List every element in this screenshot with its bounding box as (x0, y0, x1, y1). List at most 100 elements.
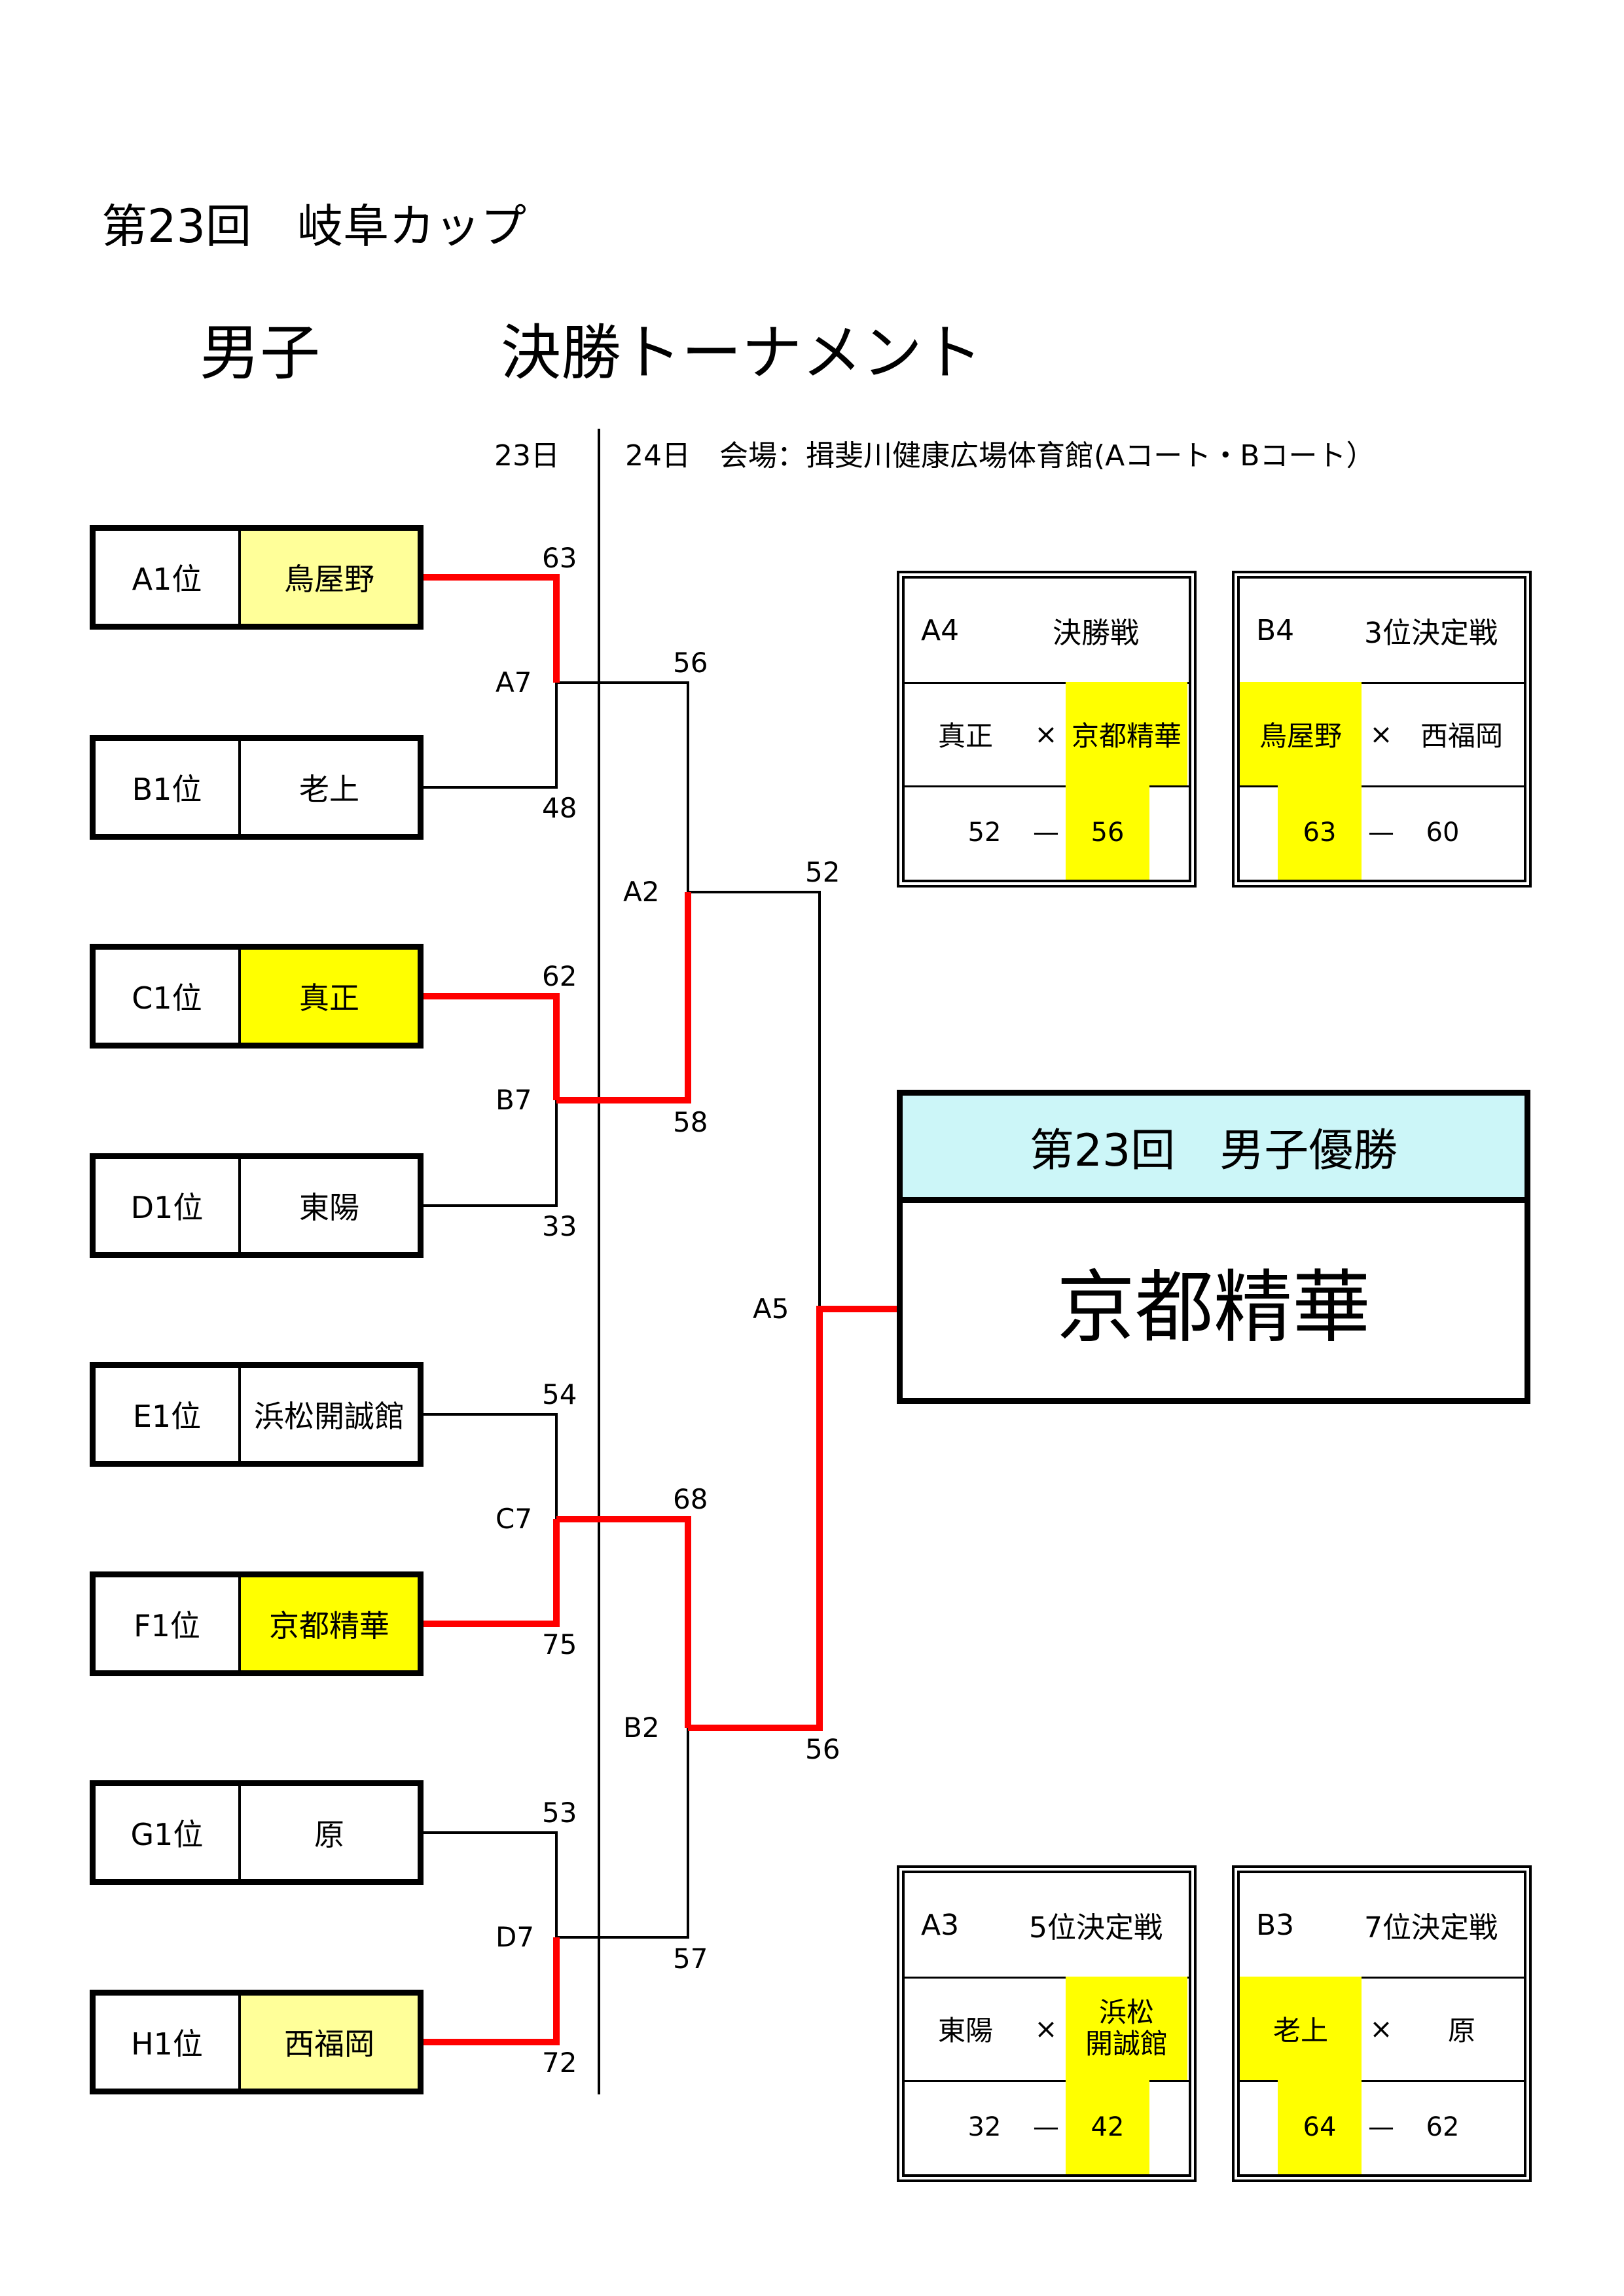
game-label: A2 (623, 876, 660, 908)
score-label: 75 (542, 1628, 577, 1660)
seed-team: 原 (314, 1817, 344, 1852)
score-label: 53 (542, 1797, 577, 1829)
seed-rank: B1位 (96, 741, 241, 834)
match-x: × (1369, 2012, 1393, 2045)
r1-a7-winner-line (424, 574, 560, 683)
match-box-a3: A3 5位決定戦 東陽 × 浜松 開誠館 32 — 42 (897, 1865, 1197, 2182)
match-court: A3 (921, 1908, 960, 1942)
r1-a7-bottom-line (424, 683, 558, 789)
score-label: 63 (542, 542, 577, 574)
seed-team: 鳥屋野 (241, 531, 418, 624)
match-team2: 原 (1447, 2014, 1475, 2047)
match-court: A4 (921, 613, 960, 647)
match-x: × (1369, 717, 1393, 750)
seed-box-h1: H1位 西福岡 (90, 1990, 424, 2094)
score-label: 56 (673, 647, 708, 679)
champion-heading: 第23回 男子優勝 (903, 1096, 1525, 1203)
seed-rank: F1位 (96, 1577, 241, 1670)
seed-rank: D1位 (96, 1159, 241, 1252)
match-box-a4: A4 決勝戦 真正 × 京都精華 52 — 56 (897, 571, 1197, 888)
day2-venue-label: 24日 会場：揖斐川健康広場体育館(Aコート・Bコート） (625, 439, 1375, 473)
match-score2: 56 (1066, 785, 1149, 880)
match-dash: — (1033, 817, 1059, 848)
match-name: 5位決定戦 (1029, 1911, 1163, 1945)
seed-team: 老上 (299, 772, 359, 807)
match-name: 7位決定戦 (1364, 1911, 1498, 1945)
match-name: 3位決定戦 (1364, 617, 1498, 650)
seed-team: 浜松開誠館 (254, 1399, 405, 1434)
game-label: B7 (496, 1084, 532, 1116)
r1-d7-winner-line (424, 1937, 560, 2045)
seed-box-b1: B1位 老上 (90, 735, 424, 840)
seed-team: 東陽 (299, 1190, 359, 1225)
seed-team: 西福岡 (241, 1996, 418, 2089)
champion-team: 京都精華 (1056, 1263, 1371, 1354)
seed-rank: E1位 (96, 1368, 241, 1461)
score-label: 48 (542, 792, 577, 824)
r1-c7-winner-line (424, 1519, 560, 1627)
score-label: 52 (805, 856, 840, 888)
seed-team: 京都精華 (241, 1577, 418, 1670)
seed-rank: G1位 (96, 1786, 241, 1879)
score-label: 68 (673, 1483, 708, 1515)
game-label: C7 (496, 1503, 533, 1535)
seed-box-d1: D1位 東陽 (90, 1153, 424, 1258)
seed-box-e1: E1位 浜松開誠館 (90, 1362, 424, 1467)
final-top-line (688, 891, 821, 1309)
match-box-b3: B3 7位決定戦 老上 × 原 64 — 62 (1232, 1865, 1532, 2182)
match-score2: 42 (1066, 2080, 1149, 2174)
game-label: D7 (496, 1921, 535, 1953)
match-score2: 60 (1426, 817, 1460, 848)
match-team1: 鳥屋野 (1240, 682, 1362, 785)
seed-box-f1: F1位 京都精華 (90, 1571, 424, 1676)
r1-d7-top-line (424, 1831, 558, 1937)
seed-rank: H1位 (96, 1996, 241, 2089)
day1-label: 23日 (494, 439, 560, 473)
match-team1: 老上 (1240, 1977, 1362, 2080)
game-label: A7 (496, 666, 532, 698)
seed-team: 真正 (241, 950, 418, 1043)
match-team2: 京都精華 (1066, 682, 1187, 785)
final-winner-line (688, 1306, 897, 1731)
r2-a2-winner-line (556, 892, 691, 1103)
match-dash: — (1368, 2112, 1394, 2142)
r2-a2-top-line (556, 681, 689, 892)
match-court: B4 (1256, 613, 1295, 647)
r1-b7-winner-line (424, 993, 560, 1100)
champion-box: 第23回 男子優勝 京都精華 (897, 1090, 1530, 1404)
score-label: 54 (542, 1378, 577, 1410)
match-team1: 東陽 (937, 2014, 993, 2047)
bracket-title: 男子 決勝トーナメント (200, 318, 983, 388)
score-label: 57 (673, 1943, 708, 1975)
match-score2: 62 (1426, 2112, 1460, 2142)
score-label: 62 (542, 960, 577, 992)
event-title: 第23回 岐阜カップ (101, 200, 527, 253)
match-score1: 32 (967, 2112, 1001, 2142)
game-label: B2 (623, 1712, 660, 1744)
match-score1: 52 (967, 817, 1001, 848)
match-score1: 63 (1278, 785, 1362, 880)
match-box-b4: B4 3位決定戦 鳥屋野 × 西福岡 63 — 60 (1232, 571, 1532, 888)
match-team2: 浜松 開誠館 (1066, 1977, 1187, 2080)
r1-b7-bottom-line (424, 1100, 558, 1207)
match-score1: 64 (1278, 2080, 1362, 2174)
match-court: B3 (1256, 1908, 1295, 1942)
game-label: A5 (753, 1293, 789, 1325)
score-label: 58 (673, 1106, 708, 1138)
score-label: 56 (805, 1733, 840, 1765)
match-dash: — (1033, 2112, 1059, 2142)
score-label: 72 (542, 2047, 577, 2079)
match-x: × (1034, 717, 1058, 750)
match-name: 決勝戦 (1053, 617, 1139, 650)
seed-box-a1: A1位 鳥屋野 (90, 525, 424, 630)
seed-box-c1: C1位 真正 (90, 944, 424, 1049)
match-dash: — (1368, 817, 1394, 848)
score-label: 33 (542, 1210, 577, 1242)
r2-b2-bottom-line (556, 1728, 689, 1939)
seed-box-g1: G1位 原 (90, 1780, 424, 1885)
match-team1: 真正 (937, 719, 993, 752)
match-x: × (1034, 2012, 1058, 2045)
r1-c7-top-line (424, 1413, 558, 1519)
match-team2: 西福岡 (1420, 719, 1503, 752)
